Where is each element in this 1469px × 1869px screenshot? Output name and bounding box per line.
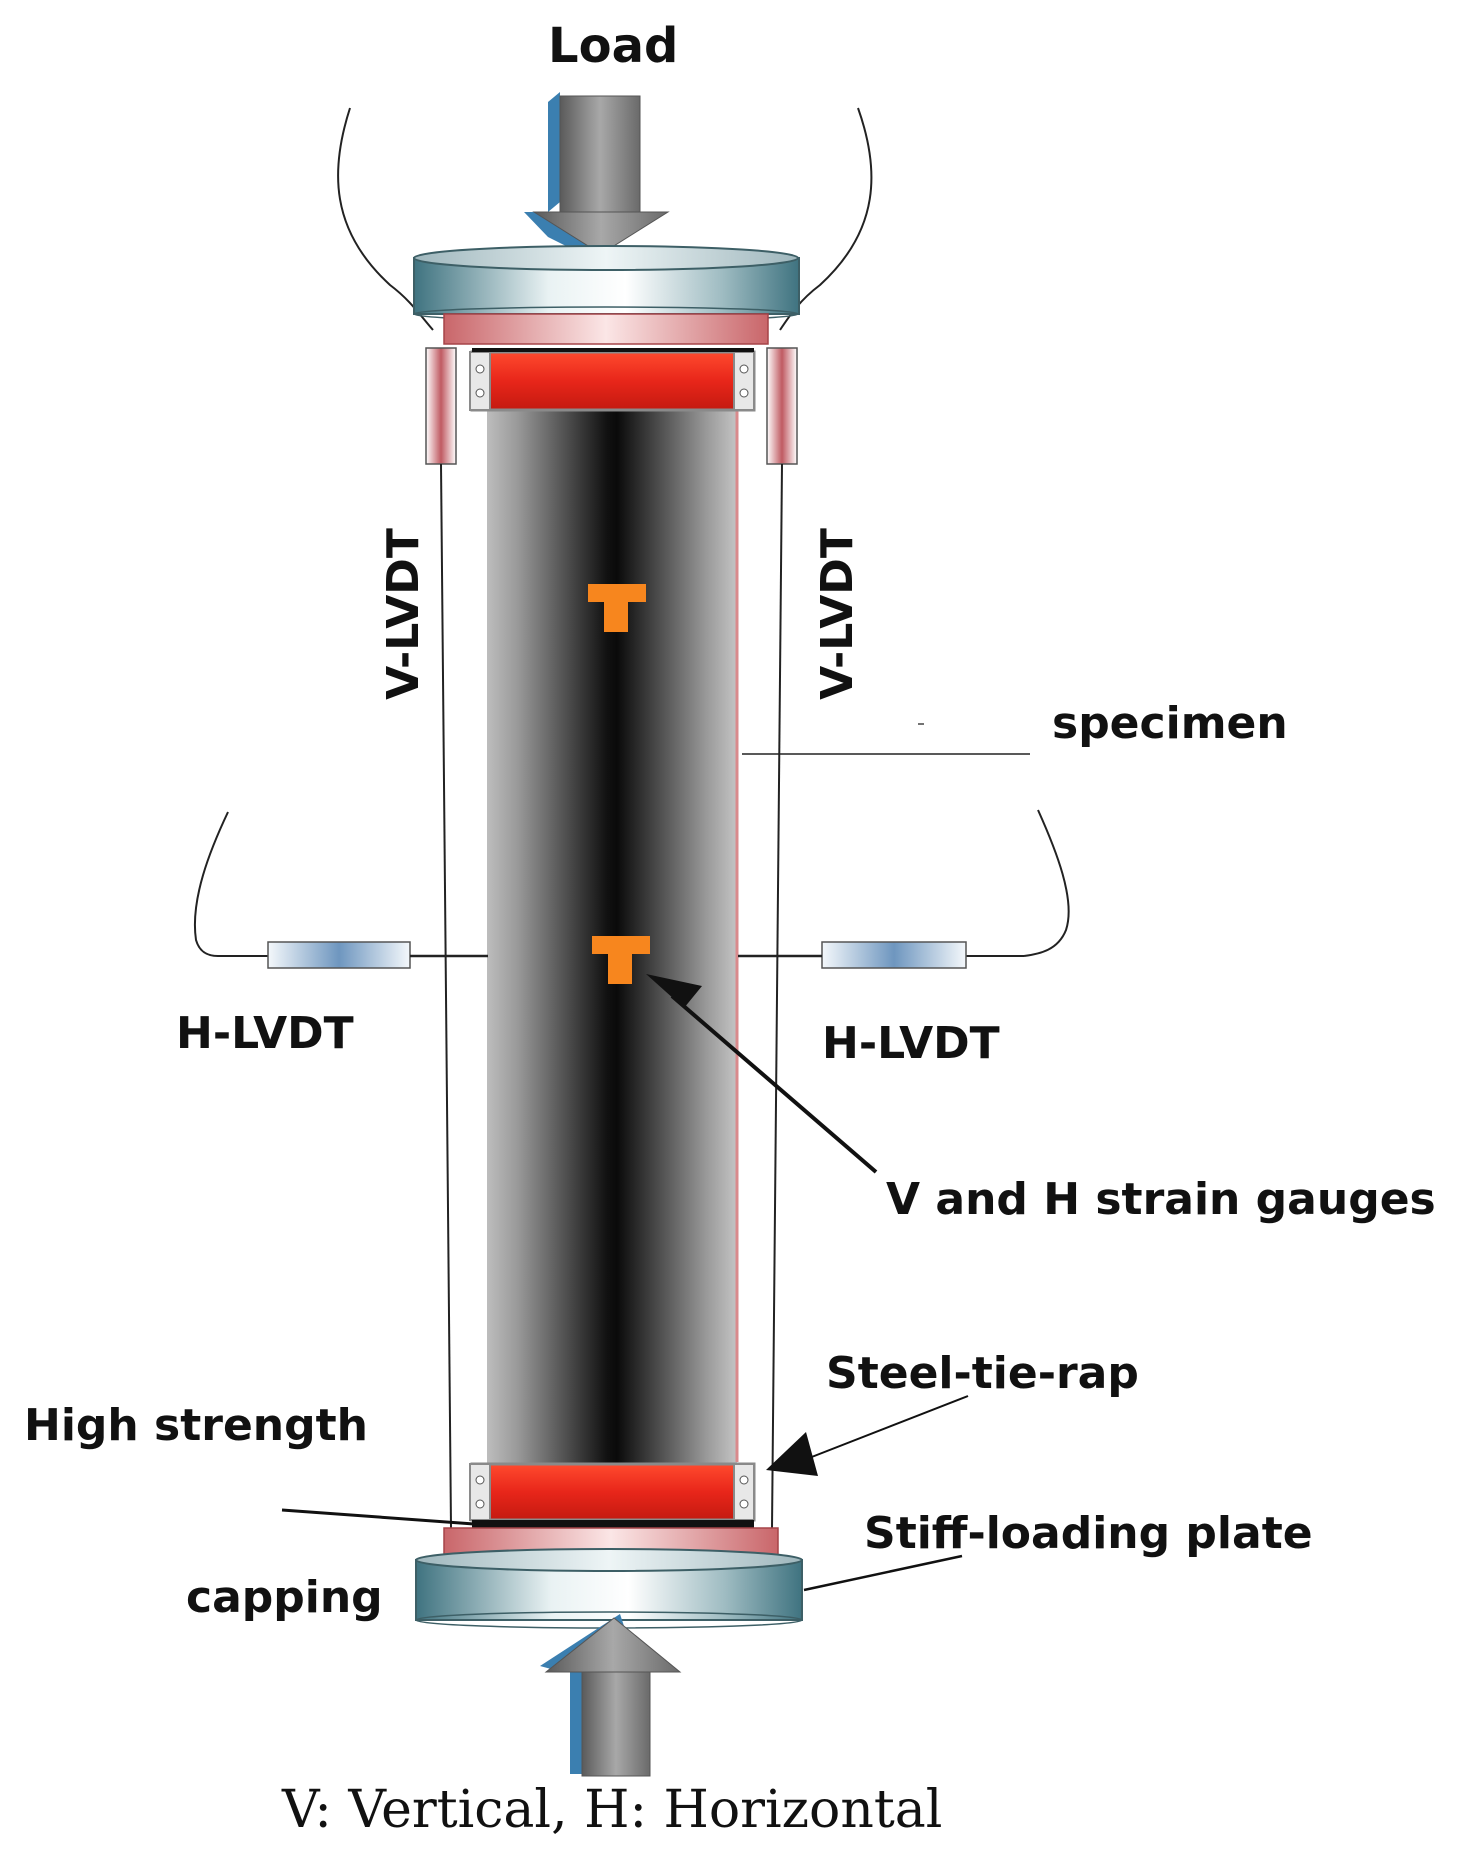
top-load-arrow bbox=[524, 92, 670, 257]
left-v-lvdt-rod bbox=[440, 463, 452, 1529]
top-capping bbox=[443, 313, 769, 345]
v-lvdt-left-label: V-LVDT bbox=[378, 528, 429, 700]
stiff-loading-plate-label: Stiff-loading plate bbox=[864, 1508, 1313, 1559]
abbreviation-legend: V: Vertical, H: Horizontal bbox=[282, 1780, 943, 1840]
horizontal-strain-gauge bbox=[592, 936, 650, 984]
v-lvdt-right-label: V-LVDT bbox=[812, 528, 863, 700]
high-strength-capping-leader bbox=[281, 1508, 475, 1526]
specimen-label: specimen bbox=[1052, 698, 1288, 749]
top-right-v-lvdt-body bbox=[766, 347, 798, 465]
vertical-strain-gauge bbox=[588, 584, 646, 632]
top-steel-tie-rap bbox=[469, 348, 756, 412]
h-lvdt-right-label: H-LVDT bbox=[822, 1018, 1000, 1069]
capping-label: capping bbox=[186, 1572, 383, 1623]
load-label: Load bbox=[548, 18, 679, 74]
right-v-lvdt-rod bbox=[771, 463, 783, 1529]
right-h-lvdt bbox=[738, 809, 1070, 969]
stiff-loading-plate-leader bbox=[803, 1554, 963, 1592]
top-stiff-plate bbox=[413, 245, 800, 322]
steel-tie-rap-label: Steel-tie-rap bbox=[826, 1348, 1139, 1399]
left-h-lvdt bbox=[194, 811, 488, 969]
strain-gauge-pointer-arrow bbox=[646, 974, 878, 1174]
bottom-steel-tie-rap bbox=[469, 1462, 756, 1528]
top-left-v-lvdt-body bbox=[425, 347, 457, 465]
bottom-stiff-plate bbox=[415, 1548, 803, 1629]
h-lvdt-left-label: H-LVDT bbox=[176, 1008, 354, 1059]
high-strength-label: High strength bbox=[24, 1400, 368, 1451]
bottom-load-arrow bbox=[540, 1614, 682, 1777]
steel-tie-rap-pointer bbox=[766, 1395, 969, 1476]
strain-gauges-label: V and H strain gauges bbox=[886, 1174, 1436, 1225]
